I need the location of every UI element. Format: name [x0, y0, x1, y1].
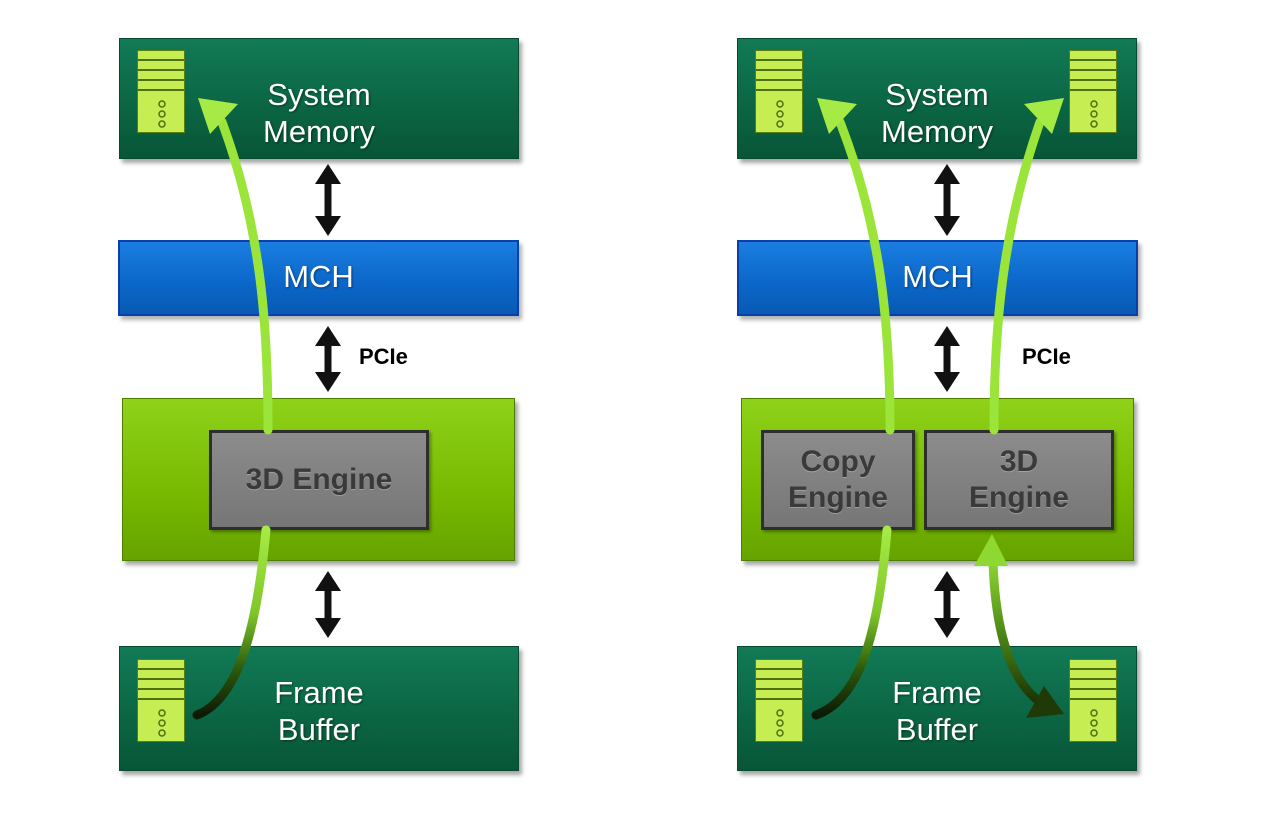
memory-module-icon	[755, 659, 803, 742]
right-frame-buffer-label: Frame Buffer	[892, 675, 982, 747]
left-mch-box: MCH	[118, 240, 519, 316]
left-pcie-label: PCIe	[359, 344, 408, 369]
right-3d-engine-label: 3D Engine	[968, 445, 1069, 514]
left-system-memory-label: System Memory	[263, 77, 375, 149]
bidirectional-arrow-icon	[934, 326, 960, 392]
memory-module-icon	[1069, 659, 1117, 742]
memory-module-icon	[1069, 50, 1117, 133]
left-3d-engine-label: 3D Engine	[245, 463, 393, 496]
left-3d-engine-box: 3D Engine	[209, 430, 429, 530]
memory-module-icon	[137, 659, 185, 742]
left-gpu-box: 3D Engine	[122, 398, 515, 561]
left-mch-label: MCH	[283, 259, 354, 294]
right-mch-label: MCH	[902, 259, 973, 294]
bidirectional-arrow-icon	[315, 326, 341, 392]
right-pcie-label: PCIe	[1022, 344, 1071, 369]
right-mch-box: MCH	[737, 240, 1138, 316]
left-frame-buffer-box: Frame Buffer	[119, 646, 519, 771]
right-gpu-box: Copy Engine 3D Engine	[741, 398, 1134, 561]
memory-module-icon	[137, 50, 185, 133]
data-flow-arrow-icon	[974, 534, 1064, 718]
right-3d-engine-box: 3D Engine	[924, 430, 1114, 530]
memory-module-icon	[755, 50, 803, 133]
data-flow-arrow-icon	[198, 98, 273, 435]
bidirectional-arrow-icon	[934, 164, 960, 236]
data-flow-arrow-icon	[989, 98, 1064, 435]
bidirectional-arrow-icon	[934, 571, 960, 638]
bidirectional-arrow-icon	[315, 164, 341, 236]
bidirectional-arrow-icon	[315, 571, 341, 638]
left-frame-buffer-label: Frame Buffer	[274, 675, 364, 747]
right-system-memory-label: System Memory	[881, 77, 993, 149]
right-copy-engine-label: Copy Engine	[787, 445, 888, 514]
left-system-memory-box: System Memory	[119, 38, 519, 159]
data-flow-arrow-icon	[192, 525, 271, 720]
right-copy-engine-box: Copy Engine	[761, 430, 915, 530]
data-flow-arrow-icon	[811, 98, 895, 720]
